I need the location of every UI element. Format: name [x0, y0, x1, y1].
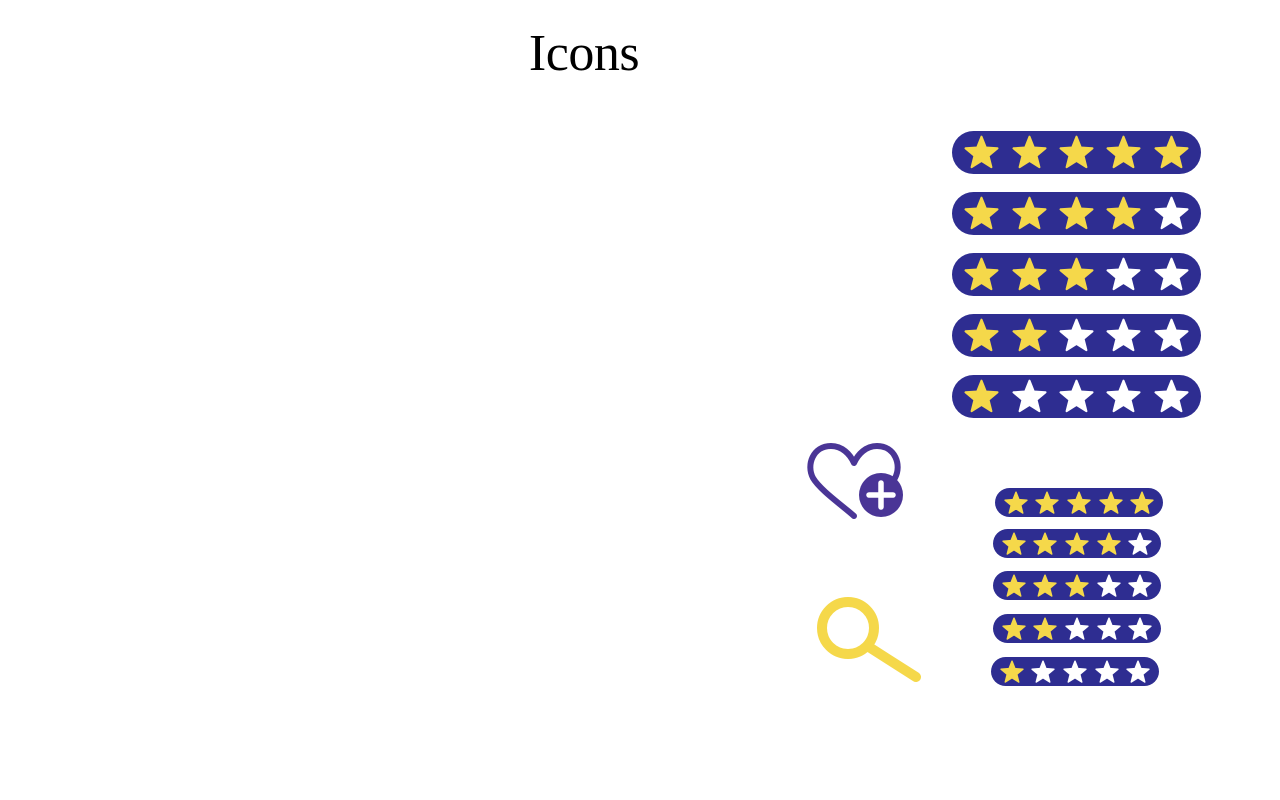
- star-rating-small-1: [991, 657, 1159, 686]
- star-empty-icon: [1126, 659, 1150, 683]
- star-filled-icon: [1033, 616, 1058, 640]
- star-rating-large-4: [952, 192, 1201, 235]
- star-filled-icon: [1106, 196, 1141, 230]
- star-filled-icon: [1106, 135, 1141, 169]
- star-rating-small-3: [993, 571, 1161, 600]
- star-filled-icon: [1059, 196, 1094, 230]
- star-filled-icon: [1000, 659, 1024, 683]
- star-empty-icon: [1128, 573, 1152, 597]
- star-empty-icon: [1154, 318, 1189, 352]
- star-empty-icon: [1128, 616, 1152, 640]
- star-filled-icon: [1059, 257, 1094, 291]
- star-empty-icon: [1059, 318, 1094, 352]
- search-icon: [817, 597, 921, 682]
- plus-sign: [866, 480, 896, 510]
- heart-outline: [807, 443, 901, 519]
- star-filled-icon: [1096, 531, 1121, 555]
- search-lens: [817, 597, 879, 659]
- star-rating-small-5: [995, 488, 1163, 517]
- star-empty-icon: [1031, 659, 1056, 683]
- star-filled-icon: [964, 318, 999, 352]
- star-empty-icon: [1096, 573, 1121, 597]
- star-filled-icon: [964, 379, 999, 413]
- star-filled-icon: [964, 196, 999, 230]
- star-filled-icon: [1004, 490, 1028, 514]
- star-rating-large-3: [952, 253, 1201, 296]
- star-empty-icon: [1128, 531, 1152, 555]
- star-filled-icon: [1002, 573, 1026, 597]
- star-filled-icon: [1033, 531, 1058, 555]
- star-filled-icon: [1002, 616, 1026, 640]
- star-filled-icon: [1012, 196, 1047, 230]
- star-empty-icon: [1094, 659, 1119, 683]
- star-filled-icon: [964, 257, 999, 291]
- star-filled-icon: [1012, 318, 1047, 352]
- star-empty-icon: [1059, 379, 1094, 413]
- star-empty-icon: [1012, 379, 1047, 413]
- star-filled-icon: [1065, 573, 1089, 597]
- star-empty-icon: [1096, 616, 1121, 640]
- star-empty-icon: [1106, 257, 1141, 291]
- star-filled-icon: [1012, 257, 1047, 291]
- star-empty-icon: [1106, 318, 1141, 352]
- star-empty-icon: [1154, 379, 1189, 413]
- star-empty-icon: [1065, 616, 1089, 640]
- star-filled-icon: [1033, 573, 1058, 597]
- star-empty-icon: [1106, 379, 1141, 413]
- star-empty-icon: [1063, 659, 1087, 683]
- heart-plus-icon: [807, 443, 903, 519]
- star-filled-icon: [1012, 135, 1047, 169]
- search-handle: [864, 642, 921, 682]
- star-rating-small-2: [993, 614, 1161, 643]
- star-filled-icon: [1067, 490, 1091, 514]
- star-rating-small-4: [993, 529, 1161, 558]
- page-title: Icons: [528, 25, 640, 82]
- star-empty-icon: [1154, 257, 1189, 291]
- star-rating-large-1: [952, 375, 1201, 418]
- star-filled-icon: [1130, 490, 1154, 514]
- star-empty-icon: [1154, 196, 1189, 230]
- star-filled-icon: [1154, 135, 1189, 169]
- star-filled-icon: [1002, 531, 1026, 555]
- star-filled-icon: [1065, 531, 1089, 555]
- star-rating-large-2: [952, 314, 1201, 357]
- star-rating-large-5: [952, 131, 1201, 174]
- star-filled-icon: [964, 135, 999, 169]
- star-filled-icon: [1098, 490, 1123, 514]
- star-filled-icon: [1059, 135, 1094, 169]
- star-filled-icon: [1035, 490, 1060, 514]
